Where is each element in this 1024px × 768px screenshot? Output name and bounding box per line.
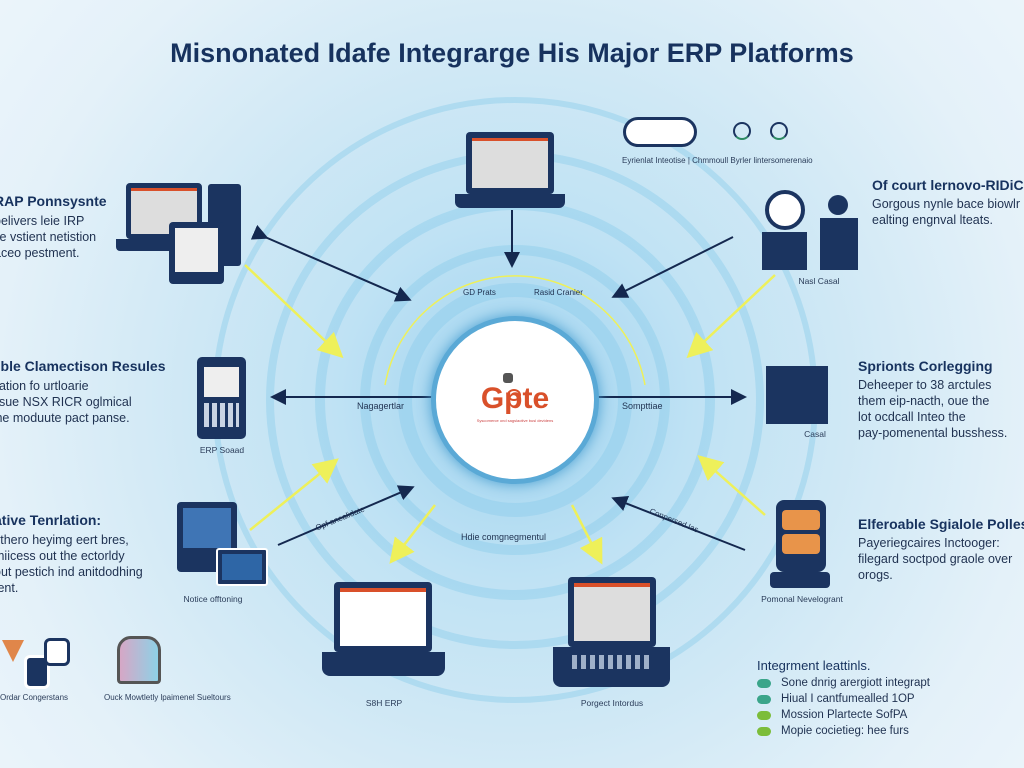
block-title: Of court lernovo-RIDiC	[872, 177, 1024, 193]
center-tagline: Syscomerce ond sagslaotive busl devidens	[476, 418, 554, 423]
device-caption: Pomonal Nevelogrant	[761, 594, 843, 604]
legend-label: Mopie cocietieg: hee furs	[781, 725, 909, 737]
lightbulb-icon	[770, 122, 788, 140]
yellow-arc	[384, 275, 646, 386]
legend-swatch	[757, 710, 771, 720]
block-line: filegard soctpod graole over	[858, 552, 1013, 566]
block-line: ealting engnval lteats.	[872, 213, 993, 227]
block-line: tent.	[0, 581, 19, 595]
block-line: out pestich ind anitdodhing	[0, 565, 143, 579]
laptop-icon	[334, 582, 432, 652]
right-block: Elferoable Sgialole Polles Payeriegcaire…	[858, 516, 1024, 583]
ring-label: Nagagertlar	[357, 401, 405, 411]
icon-caption: Ordar Congerstans	[0, 693, 69, 702]
phone-icon	[197, 357, 246, 439]
navy-arrows	[250, 210, 747, 551]
lightbulb-icon	[733, 122, 751, 140]
server-icon	[766, 366, 828, 424]
laptop-keyboard	[553, 647, 670, 687]
right-block: Of court lernovo-RIDiC Gorgous nynle bac…	[872, 177, 1024, 228]
legend-swatch	[757, 726, 771, 736]
device-caption: Notice offtoning	[183, 594, 243, 604]
block-line: ile vstient netistion	[0, 230, 97, 244]
yellow-arrows	[244, 264, 776, 565]
laptop-icon	[568, 577, 656, 647]
right-block: Sprionts Corlegging Deheeper to 38 arctu…	[858, 358, 1007, 441]
block-title: Elferoable Sgialole Polles	[858, 516, 1024, 532]
legend-swatch	[757, 678, 771, 688]
small-laptop-icon	[216, 548, 268, 586]
central-hub	[431, 316, 599, 484]
payment-terminal-icon	[776, 500, 826, 572]
block-line: miicess out the ectorldy	[0, 549, 125, 563]
block-line: lot ocdcall Inteo the	[858, 410, 966, 424]
block-line: Deheeper to 38 arctules	[858, 378, 992, 392]
separator: |	[687, 156, 690, 165]
legend-label: Sone dnrig arergiott integrapt	[781, 677, 930, 689]
center-logo: Gpte	[480, 382, 550, 415]
top-right-caption: Eyrienlat Inteotise | Chmmoull Byrler li…	[622, 156, 813, 165]
legend-title: Integrment leattinls.	[757, 658, 871, 673]
icon-caption: Ouck Mowtletly lpaimenel Sueltours	[104, 693, 231, 702]
legend-label: Hiual I cantfumealled 1OP	[781, 693, 915, 705]
page-title: Misnonated Idafe Integrarge His Major ER…	[170, 38, 854, 68]
people-icon	[117, 636, 161, 684]
laptop-base	[455, 194, 565, 208]
legend-swatch	[757, 694, 771, 704]
device-caption: Porgect Intordus	[580, 698, 644, 708]
left-block: RAP Ponnsysnte pelivers leie IRP ile vst…	[0, 193, 107, 261]
block-title: Sprionts Corlegging	[858, 358, 993, 374]
block-line: the moduute pact panse.	[0, 411, 130, 425]
block-line: esue NSX RICR oglmical	[0, 395, 132, 409]
legend-item: Mopie cocietieg: hee furs	[757, 723, 930, 739]
device-caption: Nasl Casal	[798, 276, 840, 286]
laptop-icon	[466, 132, 554, 194]
legend: Integrment leattinls. Sone dnrig arergio…	[757, 658, 930, 739]
device-caption: ERP Soaad	[199, 445, 245, 455]
block-line: Payeriegcaires Inctooger:	[858, 536, 1000, 550]
legend-item: Mossion Plartecte SofPA	[757, 707, 930, 723]
ring-label: GD Prats	[463, 288, 496, 297]
ring-label: Sompttiae	[622, 401, 663, 411]
left-block: uble Clamectison Resules nation fo urtlo…	[0, 358, 166, 426]
block-line: pay-pomenental busshess.	[858, 426, 1008, 440]
terminal-base	[770, 572, 830, 588]
block-line: pelivers leie IRP	[0, 214, 85, 228]
tablet-icon	[169, 222, 224, 284]
legend-label: Mossion Plartecte SofPA	[781, 709, 908, 721]
money-tag-icon	[44, 638, 70, 666]
ring-label: Hdie comgnegmentul	[461, 532, 547, 542]
block-line: orogs.	[858, 568, 893, 582]
caption-text: Eyrienlat Inteotise	[622, 156, 686, 165]
legend-item: Hiual I cantfumealled 1OP	[757, 691, 930, 707]
laptop-keyboard	[322, 652, 445, 676]
block-line: nation fo urtloarie	[0, 379, 89, 393]
cloud-icon	[623, 117, 697, 147]
block-line: Gorgous nynle bace biowlr	[872, 197, 1020, 211]
block-title: ative Tenrlation:	[0, 512, 102, 528]
ring-label: Rasid Cranier	[534, 288, 583, 297]
device-caption: S8H ERP	[365, 698, 403, 708]
legend-item: Sone dnrig arergiott integrapt	[757, 675, 930, 691]
block-line: ythero heyimg eert bres,	[0, 533, 129, 547]
block-line: them eip-nacth, oue the	[858, 394, 990, 408]
laptop-base	[116, 239, 176, 251]
logo-icon	[503, 370, 533, 401]
block-title: RAP Ponnsysnte	[0, 193, 107, 209]
device-caption: Casal	[804, 429, 826, 439]
user-handoff-icon	[762, 190, 872, 270]
block-title: uble Clamectison Resules	[0, 358, 166, 374]
left-block: ative Tenrlation: ythero heyimg eert bre…	[0, 512, 143, 596]
block-line: aceo pestment.	[0, 246, 80, 260]
caption-text: Chmmoull Byrler lintersomerenaio	[692, 156, 813, 165]
